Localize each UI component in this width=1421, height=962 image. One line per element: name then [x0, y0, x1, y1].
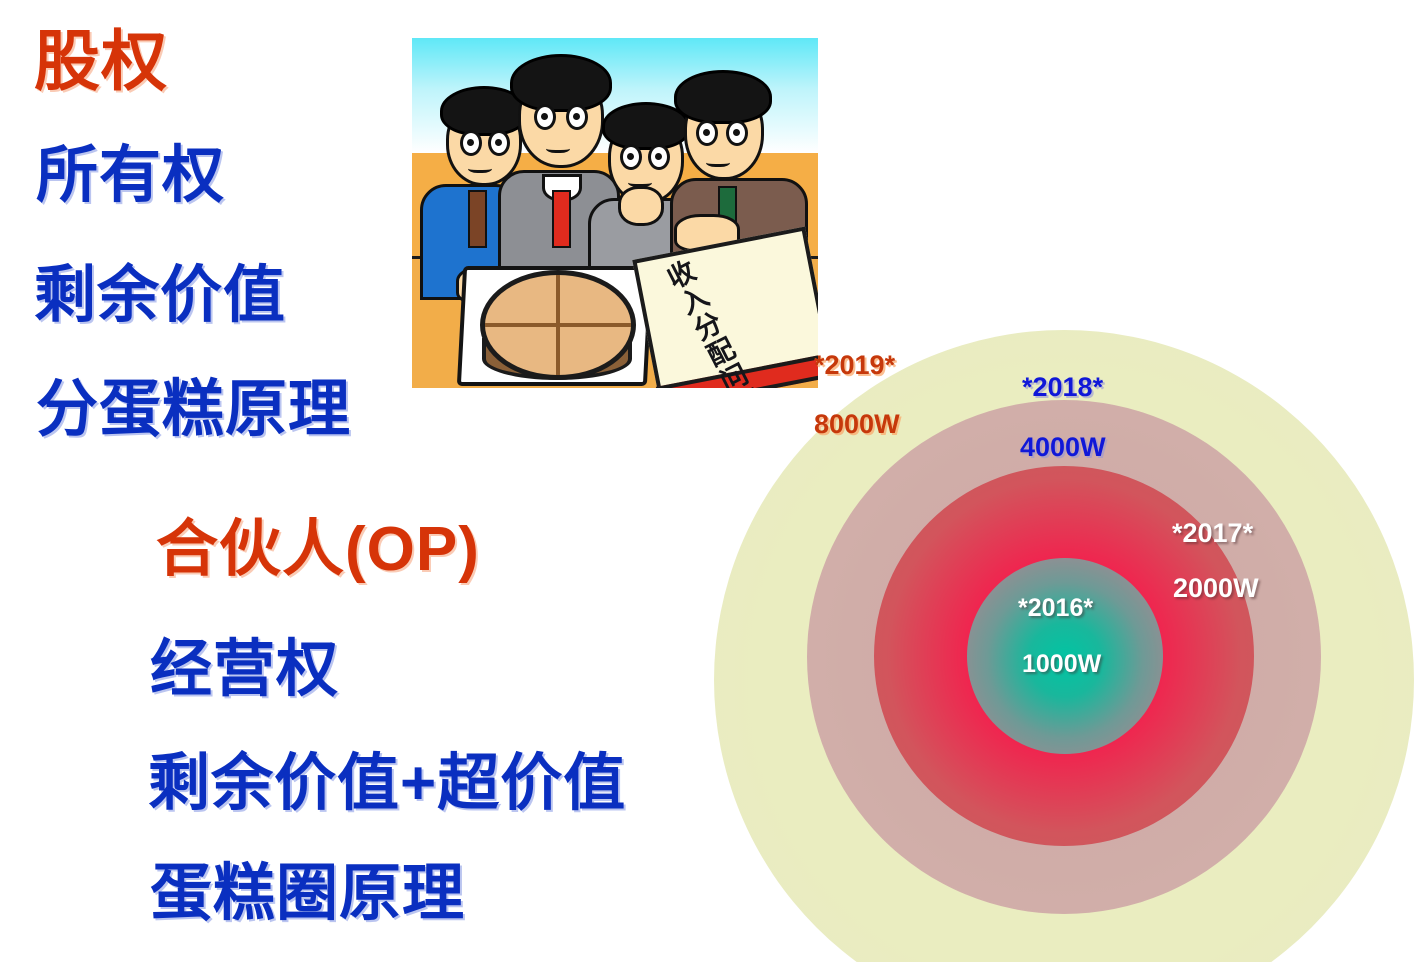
- ring-label-value-2017: 2000W: [1173, 573, 1259, 603]
- ring-label-year-2018: *2018*: [1022, 372, 1104, 402]
- equity-line-ownership: 所有权: [36, 141, 226, 210]
- ring-label-year-2016: *2016*: [1018, 594, 1094, 622]
- concentric-ring-chart: [714, 330, 1414, 962]
- partner-line-surplus-plus-super-value: 剩余价值+超价值: [148, 749, 627, 818]
- cartoon-cake: [480, 270, 636, 380]
- equity-line-cake-division-principle: 分蛋糕原理: [36, 375, 352, 444]
- ring-label-year-2019: *2019*: [814, 350, 896, 380]
- partner-line-management-right: 经营权: [150, 635, 340, 704]
- ring-label-value-2019: 8000W: [814, 409, 900, 439]
- ring-label-value-2018: 4000W: [1020, 432, 1106, 462]
- ring-label-year-2017: *2017*: [1172, 518, 1254, 548]
- partner-heading: 合伙人(OP): [156, 515, 480, 584]
- equity-heading: 股权: [34, 24, 168, 98]
- partner-line-cake-ring-principle: 蛋糕圈原理: [150, 859, 466, 928]
- ring-2016: [967, 558, 1163, 754]
- cartoon-illustration: 收入分配问题: [412, 38, 818, 388]
- ring-label-value-2016: 1000W: [1022, 650, 1102, 678]
- equity-line-surplus-value: 剩余价值: [34, 261, 287, 330]
